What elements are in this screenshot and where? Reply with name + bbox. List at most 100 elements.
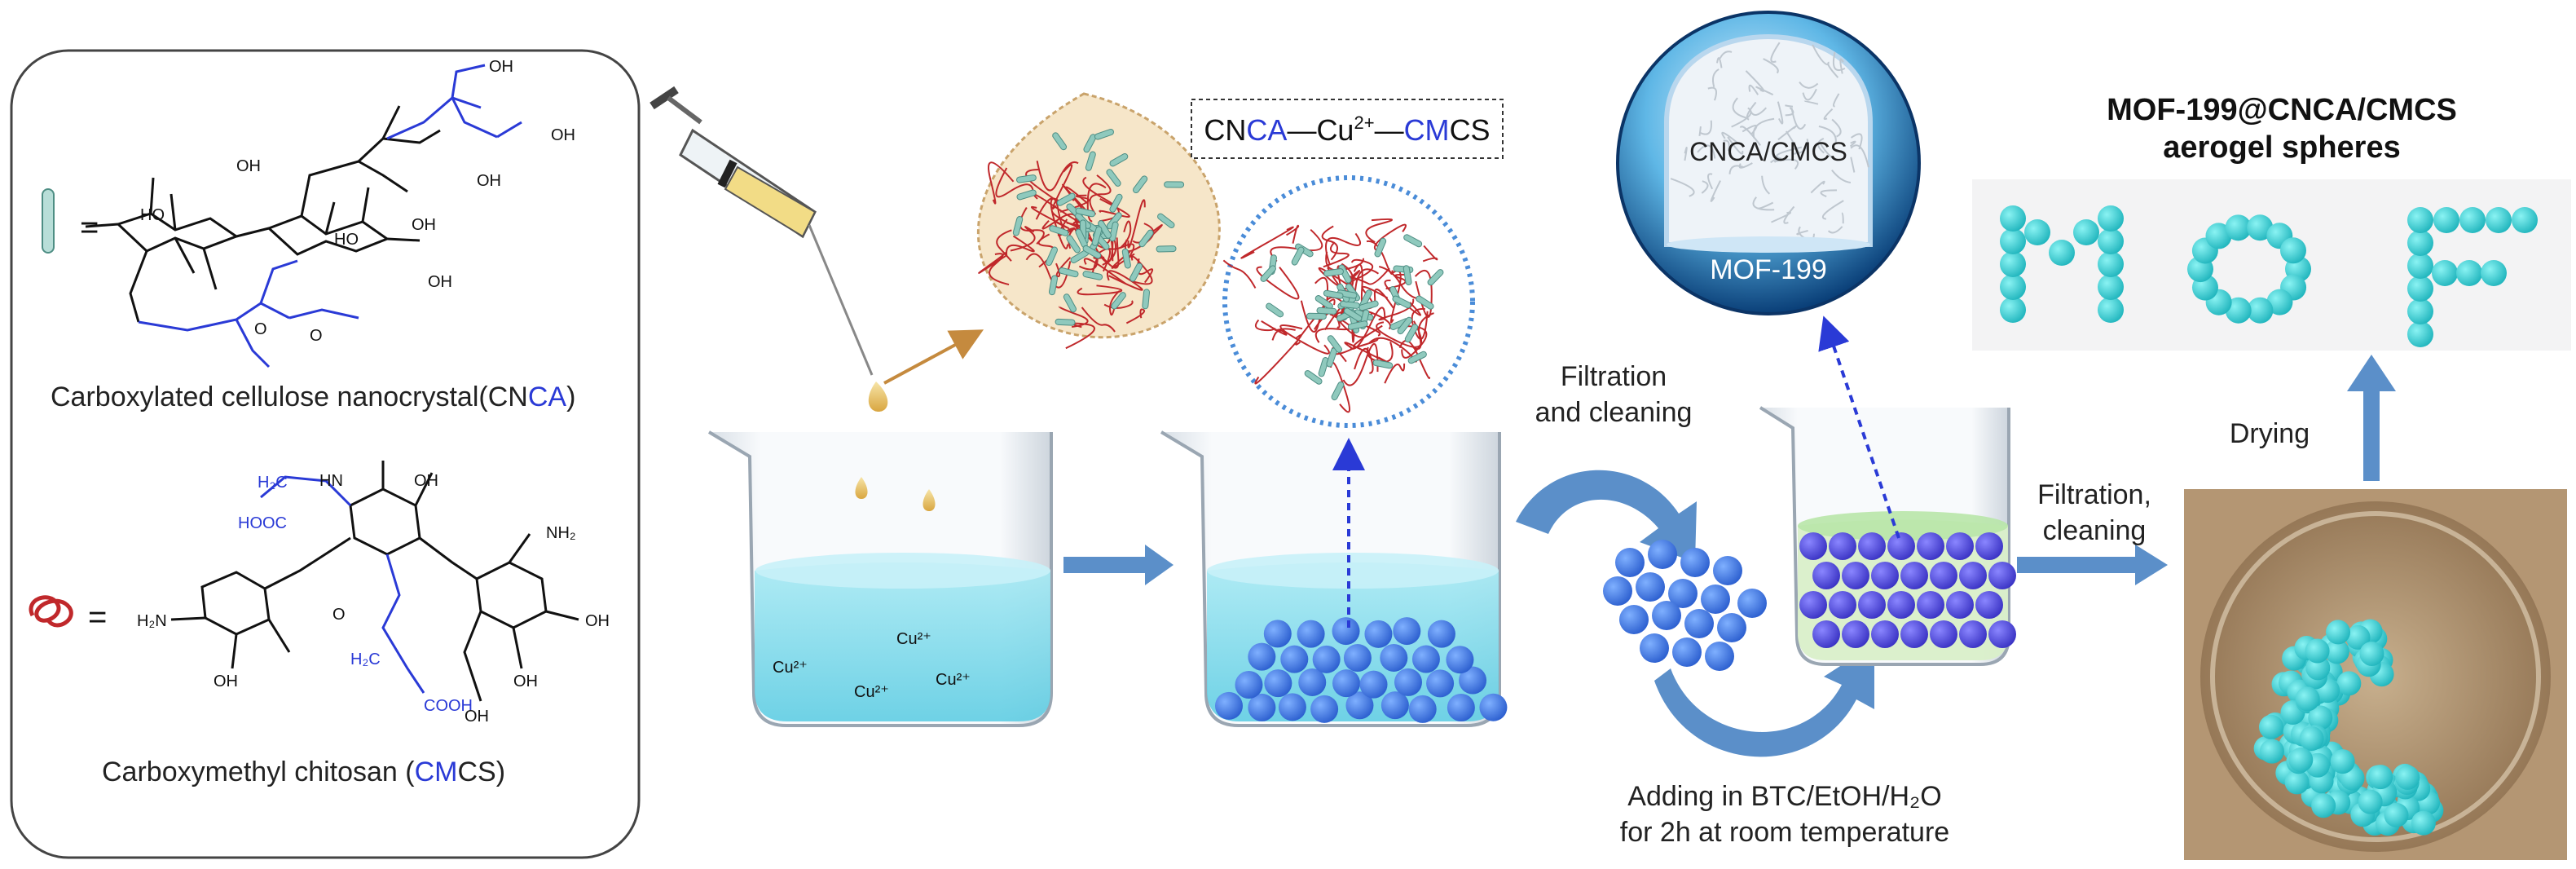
fiber-red	[1010, 226, 1036, 252]
crosslink-label-dash1: —Cu	[1287, 113, 1354, 147]
letter-bead	[2486, 207, 2512, 233]
fiber-rod	[1066, 235, 1081, 254]
sphere-fiber	[1748, 84, 1759, 95]
fiber-red	[987, 161, 1015, 205]
cnca-atom-ho1: HO	[140, 206, 165, 224]
cmcs-atom-oh5: OH	[465, 708, 489, 726]
bead	[1280, 645, 1309, 673]
fiber-rod	[1291, 246, 1305, 266]
letter-bead	[2247, 214, 2274, 241]
dried-bead	[2368, 765, 2393, 790]
letter-bead	[2098, 228, 2124, 254]
fiber-red	[1036, 161, 1079, 192]
bead	[1652, 601, 1681, 630]
cnca-atom-oh4: OH	[477, 172, 501, 190]
fiber-rod	[1075, 207, 1096, 218]
sphere-fiber	[1721, 131, 1739, 144]
bead	[1640, 633, 1669, 663]
fiber-rod	[1063, 293, 1077, 313]
dried-bead	[2359, 641, 2384, 666]
fiber-red	[1422, 245, 1438, 262]
filtered-beads	[1603, 540, 1767, 671]
sphere-fiber	[1818, 125, 1837, 144]
bead	[1959, 562, 1987, 589]
cnca-atom-oh1: OH	[236, 157, 261, 175]
fiber-red	[1348, 307, 1386, 350]
bead	[1930, 620, 1957, 648]
letter-bead	[2433, 207, 2459, 233]
dried-bead	[2295, 686, 2320, 712]
bead	[1871, 562, 1899, 589]
bead	[1426, 669, 1455, 698]
fiber-red	[995, 167, 1034, 198]
step-filtration2-line1: Filtration,	[2037, 479, 2151, 510]
sphere-fiber	[1774, 158, 1799, 170]
fiber-red	[1240, 226, 1294, 259]
dried-bead	[2395, 765, 2420, 790]
product-title: MOF-199@CNCA/CMCS aerogel spheres	[2054, 91, 2510, 166]
fiber-rod	[1407, 351, 1427, 364]
fiber-rod	[1121, 248, 1131, 269]
fiber-rod	[1331, 381, 1345, 401]
sphere-fiber	[1850, 157, 1856, 173]
bead	[1248, 642, 1276, 671]
letter-bead	[2407, 207, 2433, 233]
cnca-caption-post: )	[566, 382, 576, 412]
sphere-fiber	[1719, 51, 1733, 60]
cu-ion-3: Cu²⁺	[854, 683, 889, 701]
bead	[1248, 693, 1276, 721]
fiber-red	[1286, 224, 1300, 244]
sphere-fiber	[1820, 189, 1837, 198]
cmcs-atom-hooc: HOOC	[238, 514, 287, 532]
cnca-atom-oh6: OH	[412, 216, 436, 234]
fiber-rod	[1091, 226, 1103, 246]
cmcs-atom-oh4: OH	[513, 673, 538, 690]
dried-bead	[2305, 638, 2330, 664]
fiber-red	[1385, 273, 1407, 290]
sphere-fiber	[1732, 97, 1746, 119]
cmcs-atom-nh: HN	[319, 472, 343, 490]
bead	[1459, 666, 1487, 695]
cmcs-carboxymethyl-groups	[260, 475, 425, 694]
cmcs-atom-o: O	[332, 606, 346, 624]
cmcs-caption: Carboxymethyl chitosan (CMCS)	[102, 757, 505, 788]
dried-beads-photo	[2184, 489, 2567, 860]
bead	[1447, 694, 1475, 722]
cnca-atom-o2: O	[310, 327, 323, 345]
sphere-fiber	[1752, 117, 1775, 139]
sphere-fiber	[1755, 86, 1774, 96]
cmcs-squiggle-icon	[29, 595, 73, 628]
fiber-red	[1031, 205, 1070, 230]
fiber-rod	[1109, 221, 1119, 242]
bead	[1975, 532, 2003, 560]
fiber-red	[1050, 197, 1069, 249]
bead-network-zoom	[1222, 175, 1475, 428]
bead	[1887, 591, 1915, 619]
bead	[1668, 579, 1698, 608]
letter-bead	[2407, 321, 2433, 347]
letter-bead	[2279, 237, 2306, 264]
cnca-carboxyl-groups	[138, 64, 522, 368]
dried-bead	[2284, 770, 2310, 795]
bead	[1917, 532, 1944, 560]
fiber-rod	[1085, 151, 1096, 171]
sphere-fiber	[1799, 82, 1819, 89]
fiber-rod	[1083, 134, 1097, 153]
fiber-rod	[1304, 370, 1323, 385]
cmcs-atom-cooh: COOH	[424, 697, 473, 715]
letter-bead	[2205, 223, 2232, 249]
bead	[1615, 548, 1645, 577]
bead	[1858, 591, 1886, 619]
cnca-atom-oh5: OH	[428, 273, 452, 291]
curved-arrow-adding	[1654, 644, 1874, 757]
dried-bead	[2311, 793, 2336, 818]
sphere-fiber	[1745, 70, 1765, 92]
fiber-red	[1132, 224, 1163, 244]
fiber-rod	[1109, 193, 1123, 213]
cnca-caption-pre: Carboxylated cellulose nanocrystal(CN	[51, 382, 528, 412]
bead	[1900, 620, 1928, 648]
sphere-fiber	[1817, 137, 1825, 154]
sphere-fiber	[1850, 144, 1869, 168]
fiber-red	[1130, 255, 1153, 285]
fiber-rod	[1260, 265, 1276, 282]
